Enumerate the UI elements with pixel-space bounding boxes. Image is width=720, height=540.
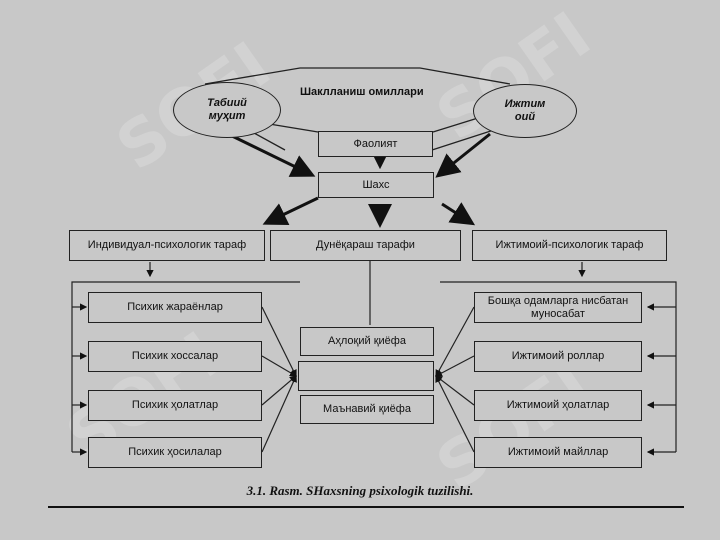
social-oval-text: Ижтим оий xyxy=(504,97,546,123)
activity-box: Фаолият xyxy=(318,131,433,157)
link-line xyxy=(261,355,298,377)
social-oval: Ижтим оий xyxy=(473,84,577,138)
left-item: Психик ҳолатлар xyxy=(88,390,262,421)
arrow-to-left-branch xyxy=(262,196,319,226)
arrow-nature-to-person xyxy=(227,132,316,177)
formation-factors-label: Шаклланиш омиллари xyxy=(300,86,424,98)
link-line xyxy=(431,127,501,151)
branch-worldview: Дунёқараш тарафи xyxy=(270,230,461,261)
link-line xyxy=(435,374,475,453)
branch-social-psychological: Ижтимоий-психологик тараф xyxy=(472,230,667,261)
right-bracket xyxy=(440,281,677,452)
link-line xyxy=(432,117,479,133)
nature-oval: Табиий муҳит xyxy=(173,82,281,138)
link-line xyxy=(435,375,475,406)
person-box: Шахс xyxy=(318,172,434,198)
arrow-social-to-person xyxy=(435,132,491,178)
link-line xyxy=(261,374,297,453)
link-line xyxy=(434,355,475,377)
link-line xyxy=(261,375,297,406)
center-item-empty xyxy=(298,361,434,391)
left-item: Психик ҳосилалар xyxy=(88,437,262,468)
branch-individual-psychological: Индивидуал-психологик тараф xyxy=(69,230,265,261)
nature-oval-text: Табиий муҳит xyxy=(207,96,247,122)
right-item: Ижтимоий ҳолатлар xyxy=(474,390,642,421)
arrow-to-right-branch xyxy=(441,202,476,226)
center-item-spiritual: Маънавий қиёфа xyxy=(300,395,434,424)
right-item: Ижтимоий майллар xyxy=(474,437,642,468)
left-item: Психик хоссалар xyxy=(88,341,262,372)
right-item: Ижтимоий роллар xyxy=(474,341,642,372)
link-line xyxy=(261,306,297,378)
link-line xyxy=(435,306,475,378)
left-item: Психик жараёнлар xyxy=(88,292,262,323)
figure-caption: 3.1. Rasm. SHaxsning psixologik tuzilish… xyxy=(246,483,474,498)
right-item: Бошқа одамларга нисбатан муносабат xyxy=(474,292,642,323)
divider-line xyxy=(48,506,684,508)
center-item-moral: Аҳлоқий қиёфа xyxy=(300,327,434,356)
left-bracket xyxy=(71,281,300,452)
top-link-line xyxy=(204,67,511,85)
